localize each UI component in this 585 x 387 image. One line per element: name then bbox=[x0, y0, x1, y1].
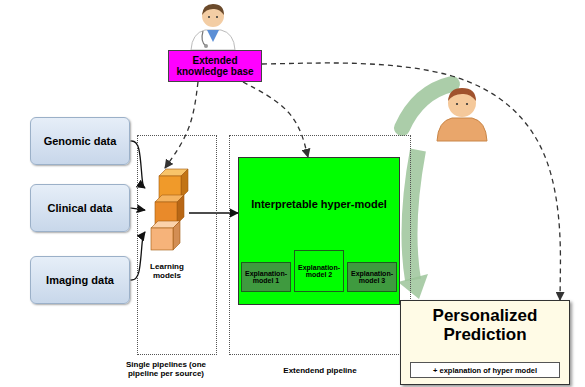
knowledge-box: Extended knowledge base bbox=[168, 50, 262, 82]
model-cube bbox=[159, 169, 188, 198]
node-text: + explanation of hyper model bbox=[433, 366, 537, 375]
prediction-box: Personalized Prediction + explanation of … bbox=[400, 300, 570, 385]
patient-icon bbox=[437, 88, 487, 141]
node-label: Personalized Prediction bbox=[401, 307, 569, 344]
explanation-box: Explanation-model 1 bbox=[241, 262, 291, 292]
pipeline-region: Extendend pipelineInterpretable hyper-mo… bbox=[229, 135, 411, 355]
data-source-box: Imaging data bbox=[30, 256, 130, 304]
explanation-box: Explanation-model 3 bbox=[347, 262, 397, 292]
model-cube bbox=[155, 195, 184, 224]
explanation-note: + explanation of hyper model bbox=[410, 362, 560, 378]
node-label: Single pipelines (one pipeline per sourc… bbox=[112, 360, 220, 378]
node-text: Extended knowledge base bbox=[171, 55, 259, 77]
node-text: Genomic data bbox=[44, 135, 117, 147]
flow-arrow bbox=[189, 212, 238, 213]
model-cube bbox=[151, 221, 180, 250]
knowledge-link bbox=[165, 82, 198, 168]
node-text: Explanation-model 3 bbox=[349, 270, 395, 284]
hyper-model-box: Interpretable hyper-modelExplanation-mod… bbox=[238, 157, 400, 305]
node-text: Imaging data bbox=[46, 274, 114, 286]
data-source-box: Clinical data bbox=[30, 184, 130, 232]
learning-models: Learning models bbox=[145, 168, 189, 288]
node-text: Clinical data bbox=[48, 202, 113, 214]
data-source-box: Genomic data bbox=[30, 117, 130, 165]
explanation-box: Explanation-model 2 bbox=[294, 250, 344, 292]
node-label: Interpretable hyper-model bbox=[239, 198, 399, 210]
pipeline-region: Single pipelines (one pipeline per sourc… bbox=[137, 135, 217, 355]
doctor-icon bbox=[191, 4, 235, 50]
knowledge-link bbox=[243, 82, 308, 157]
cube-stack bbox=[145, 168, 189, 260]
node-text: Explanation-model 2 bbox=[296, 264, 342, 278]
node-label: Learning models bbox=[139, 262, 195, 280]
node-text: Explanation-model 1 bbox=[243, 270, 289, 284]
node-label: Extendend pipeline bbox=[230, 366, 410, 375]
cycle-arrowhead bbox=[398, 274, 428, 299]
